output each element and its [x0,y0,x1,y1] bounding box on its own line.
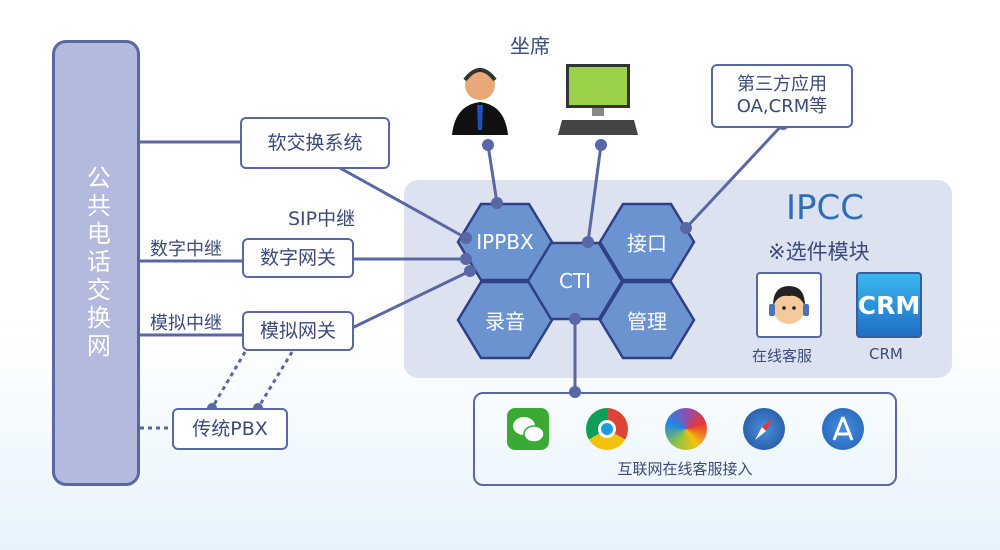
internet-access-panel: 互联网在线客服接入 [473,392,897,486]
support-agent-icon [769,286,809,324]
hex-ippbx-label: IPPBX [476,230,534,254]
pinwheel-icon[interactable] [665,408,707,450]
optional-modules-label: ※选件模块 [768,240,870,264]
hex-management-label: 管理 [627,309,667,334]
hex-interface-label: 接口 [627,231,667,256]
internet-access-label: 互联网在线客服接入 [617,460,753,478]
app-store-icon[interactable] [822,408,864,450]
crm-label: CRM [869,345,903,363]
crm-module-icon[interactable]: CRM [856,272,922,338]
chrome-icon[interactable] [586,408,628,450]
softswitch-box: 软交换系统 [240,117,390,169]
hex-cti-label: CTI [558,269,592,293]
online-service-label: 在线客服 [752,347,813,365]
agent-icon [452,68,508,135]
third-party-box: 第三方应用 OA,CRM等 [711,64,853,128]
pstn-box: 公共电话交换网 [52,40,140,486]
safari-icon[interactable] [743,408,785,450]
analog-trunk-label: 模拟中继 [150,313,222,334]
hex-cluster [456,202,696,360]
wechat-icon[interactable] [507,408,549,450]
digital-gateway-box: 数字网关 [242,238,354,278]
hex-cti [526,241,624,321]
digital-trunk-label: 数字中继 [150,239,222,260]
sip-trunk-label: SIP中继 [288,208,356,230]
third-party-line1: 第三方应用 [737,74,827,96]
analog-gateway-box: 模拟网关 [242,311,354,351]
seat-label: 坐席 [510,34,550,58]
hex-management [598,280,696,360]
legacy-pbx-box: 传统PBX [172,408,288,450]
computer-icon [558,64,638,135]
hex-recording-label: 录音 [485,309,525,334]
third-party-line2: OA,CRM等 [736,96,828,117]
pstn-label: 公共电话交换网 [82,165,111,361]
online-service-module[interactable] [756,272,822,338]
ipcc-title: IPCC [786,188,865,228]
hex-interface [598,202,696,282]
